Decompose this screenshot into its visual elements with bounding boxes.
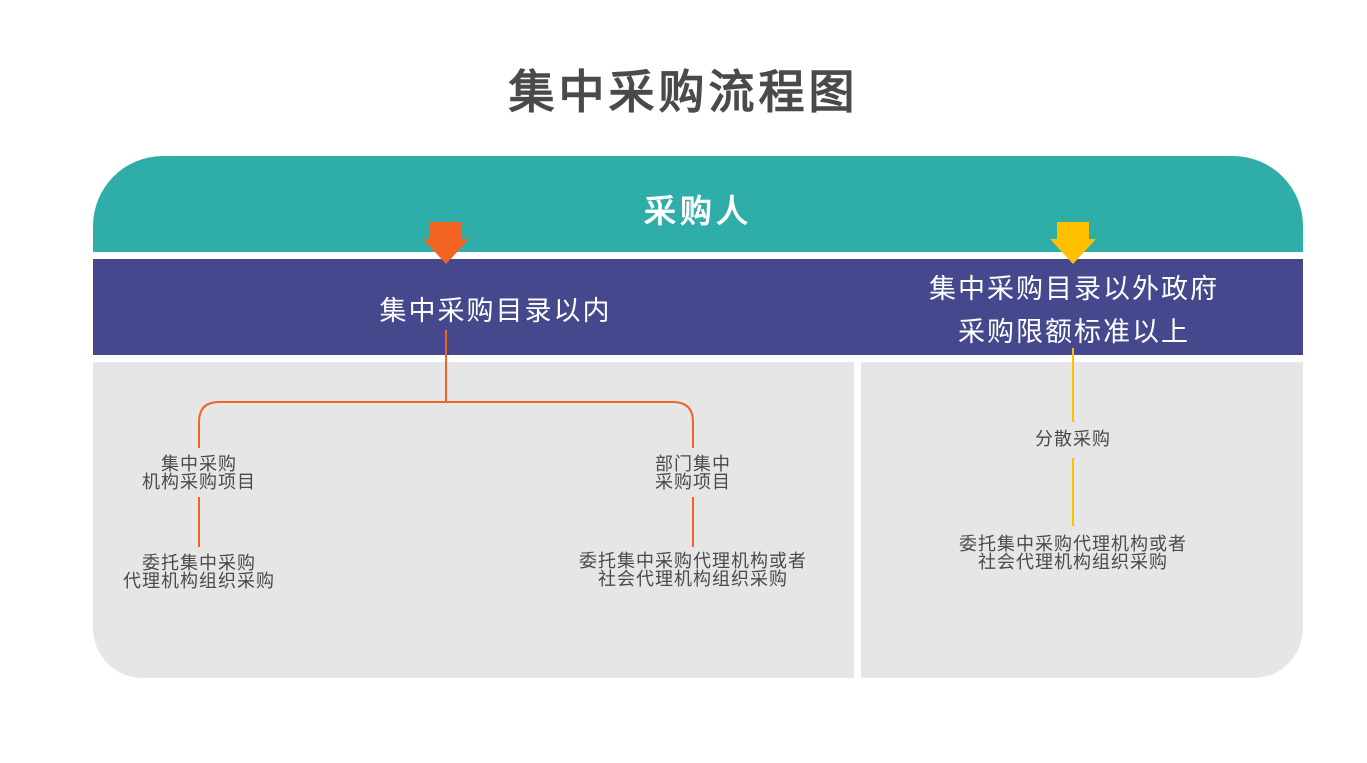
catalog-inside-label: 集中采购目录以内 [379, 296, 612, 327]
right-panel [861, 362, 1303, 678]
catalog-outside-line-2: 采购限额标准以上 [958, 317, 1190, 348]
catalog-band: 集中采购目录以内 集中采购目录以外政府 采购限额标准以上 [93, 259, 1303, 355]
purchaser-label: 采购人 [643, 192, 752, 230]
decentralized-node: 分散采购 [1013, 431, 1133, 449]
left-panel [93, 362, 854, 678]
catalog-outside-line-1: 集中采购目录以外政府 [929, 274, 1219, 305]
centralized-result-line-1: 委托集中采购 [142, 553, 256, 574]
centralized-result-node: 委托集中采购 代理机构组织采购 [104, 555, 294, 591]
centralized-project-line-1: 集中采购 [161, 454, 237, 475]
departmental-result-line-1: 委托集中采购代理机构或者 [579, 551, 807, 572]
decentralized-result-line-1: 委托集中采购代理机构或者 [959, 534, 1187, 555]
decentralized-result-node: 委托集中采购代理机构或者 社会代理机构组织采购 [938, 536, 1208, 572]
catalog-outside-label: 集中采购目录以外政府 采购限额标准以上 [913, 268, 1235, 354]
departmental-result-node: 委托集中采购代理机构或者 社会代理机构组织采购 [558, 553, 828, 589]
departmental-project-line-2: 采购项目 [655, 472, 731, 493]
centralized-project-node: 集中采购 机构采购项目 [129, 456, 269, 492]
decentralized-label: 分散采购 [1035, 429, 1111, 450]
departmental-project-node: 部门集中 采购项目 [623, 456, 763, 492]
page-title: 集中采购流程图 [508, 65, 859, 119]
centralized-result-line-2: 代理机构组织采购 [123, 571, 275, 592]
departmental-result-line-2: 社会代理机构组织采购 [598, 569, 788, 590]
decentralized-result-line-2: 社会代理机构组织采购 [978, 552, 1168, 573]
centralized-project-line-2: 机构采购项目 [142, 472, 256, 493]
purchaser-band: 采购人 [93, 156, 1303, 252]
departmental-project-line-1: 部门集中 [655, 454, 731, 475]
